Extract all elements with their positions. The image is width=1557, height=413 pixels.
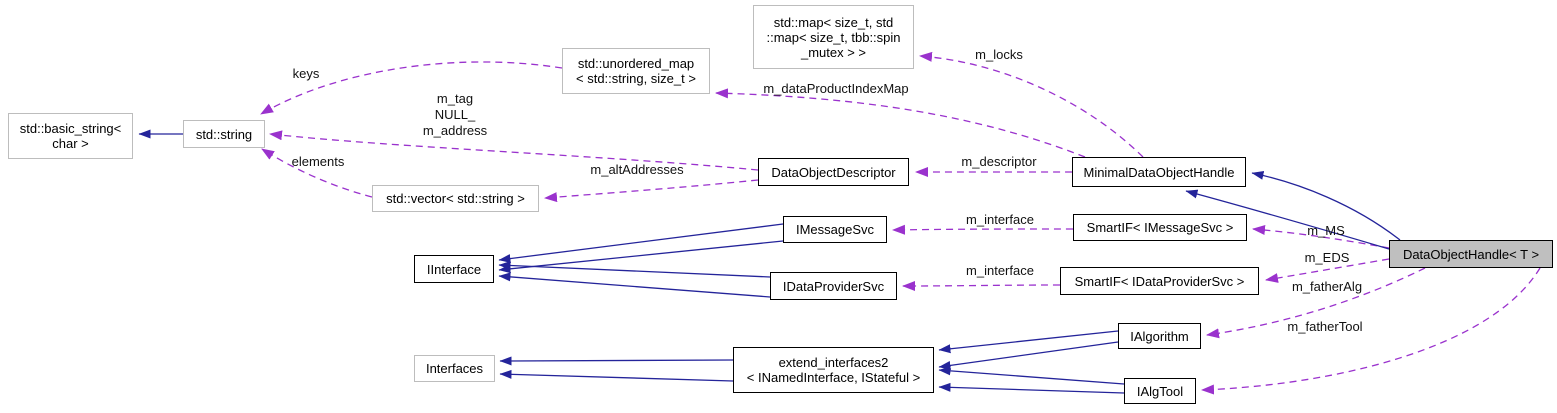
edge-eds xyxy=(1265,258,1390,283)
node-minimal-data-object-handle[interactable]: MinimalDataObjectHandle xyxy=(1072,157,1246,187)
edge-data-product-index-map xyxy=(715,88,1086,158)
edge-interface-ms xyxy=(892,224,1074,235)
node-unordered-map: std::unordered_map< std::string, size_t … xyxy=(562,48,710,94)
edge-doh-mdoh-2 xyxy=(1185,189,1390,250)
edge-keys xyxy=(260,61,563,115)
edge-label-line: m_address xyxy=(422,123,488,138)
edge-label-descriptor: m_descriptor xyxy=(961,154,1036,170)
edge-label-locks: m_locks xyxy=(975,47,1023,63)
edge-father-tool xyxy=(1201,267,1541,395)
node-iinterface[interactable]: IInterface xyxy=(414,255,494,283)
node-label-line: < std::string, size_t > xyxy=(576,71,696,86)
node-label-line: char > xyxy=(52,136,89,151)
edge-ialgtool-extif2-2 xyxy=(938,382,1125,394)
edge-label-line: m_interface xyxy=(966,212,1034,227)
edge-imsgsvc-iinterface-1 xyxy=(498,223,784,264)
node-label-line: std::string xyxy=(195,126,253,142)
edge-label-line: m_MS xyxy=(1307,223,1345,238)
edge-extif2-interfaces-2 xyxy=(499,369,734,382)
edge-locks xyxy=(919,51,1144,158)
node-interfaces: Interfaces xyxy=(414,355,495,382)
node-label-line: MinimalDataObjectHandle xyxy=(1083,164,1235,180)
node-ialgorithm[interactable]: IAlgorithm xyxy=(1118,323,1201,349)
node-data-object-handle: DataObjectHandle< T > xyxy=(1389,240,1553,268)
edge-label-data-product-index-map: m_dataProductIndexMap xyxy=(763,81,908,97)
edge-label-line: m_tag xyxy=(436,91,474,106)
edge-label-alt-addresses: m_altAddresses xyxy=(590,162,683,178)
edge-label-interface-ms: m_interface xyxy=(966,212,1034,228)
node-smartif-idataprovidersvc[interactable]: SmartIF< IDataProviderSvc > xyxy=(1060,267,1259,295)
node-label-line: Interfaces xyxy=(425,361,484,376)
edge-extif2-interfaces-1 xyxy=(499,356,734,366)
node-label-line: ::map< size_t, tbb::spin xyxy=(766,29,901,45)
node-ialgtool[interactable]: IAlgTool xyxy=(1124,378,1196,404)
edge-label-line: m_interface xyxy=(966,263,1034,278)
edge-label-eds: m_EDS xyxy=(1305,250,1350,266)
edge-label-keys: keys xyxy=(293,66,320,82)
node-smartif-imessagesvc[interactable]: SmartIF< IMessageSvc > xyxy=(1073,214,1247,241)
edge-father-alg xyxy=(1206,267,1426,339)
edge-label-line: m_descriptor xyxy=(961,154,1037,169)
node-label-line: IAlgTool xyxy=(1136,383,1184,399)
edge-ialgorithm-extif2-2 xyxy=(938,341,1119,370)
node-label-line: IInterface xyxy=(426,261,482,277)
edge-interface-dp xyxy=(902,280,1061,291)
node-label-line: IMessageSvc xyxy=(795,222,875,237)
edge-label-line: m_locks xyxy=(975,47,1023,62)
node-label-line: extend_interfaces2 xyxy=(778,355,889,370)
edge-label-line: elements xyxy=(291,154,345,169)
node-string: std::string xyxy=(183,120,265,148)
edge-ialgtool-extif2-1 xyxy=(938,366,1125,385)
edge-label-interface-dp: m_interface xyxy=(966,263,1034,279)
edge-label-line: m_altAddresses xyxy=(590,162,684,177)
node-label-line: SmartIF< IMessageSvc > xyxy=(1086,220,1234,235)
node-label-line: std::map< size_t, std xyxy=(773,14,894,30)
edge-label-line: m_dataProductIndexMap xyxy=(763,81,909,96)
node-data-object-descriptor[interactable]: DataObjectDescriptor xyxy=(758,158,909,186)
node-label-line: DataObjectDescriptor xyxy=(771,164,896,180)
node-label-line: < INamedInterface, IStateful > xyxy=(746,370,921,385)
edge-elements xyxy=(261,148,373,198)
node-map: std::map< size_t, std::map< size_t, tbb:… xyxy=(753,5,914,69)
edge-ialgorithm-extif2-1 xyxy=(938,330,1119,354)
edge-alt-addresses xyxy=(544,179,759,203)
node-label-line: SmartIF< IDataProviderSvc > xyxy=(1074,273,1245,289)
node-imessagesvc[interactable]: IMessageSvc xyxy=(783,216,887,243)
node-vector: std::vector< std::string > xyxy=(372,185,539,212)
node-idataprovidersvc[interactable]: IDataProviderSvc xyxy=(770,272,897,300)
edge-label-line: m_fatherTool xyxy=(1287,319,1363,334)
edge-label-father-tool: m_fatherTool xyxy=(1287,319,1362,335)
node-label-line: std::vector< std::string > xyxy=(386,191,525,206)
node-label-line: _mutex > > xyxy=(800,44,867,60)
edge-label-line: m_fatherAlg xyxy=(1291,279,1363,294)
edge-label-father-alg: m_fatherAlg xyxy=(1292,279,1362,295)
edge-tag-null-address xyxy=(269,130,759,171)
edge-idpsvc-iinterface-1 xyxy=(498,261,771,278)
edge-doh-mdoh-1 xyxy=(1251,170,1401,241)
edge-label-ms: m_MS xyxy=(1307,223,1345,239)
edge-label-elements: elements xyxy=(292,154,345,170)
node-label-line: IAlgorithm xyxy=(1130,328,1189,344)
edge-ms xyxy=(1252,225,1390,249)
node-label-line: std::unordered_map xyxy=(577,56,695,71)
node-label-line: std::basic_string< xyxy=(19,121,122,136)
edge-idpsvc-iinterface-2 xyxy=(498,272,771,298)
edge-imsgsvc-iinterface-2 xyxy=(498,240,784,274)
node-label-line: IDataProviderSvc xyxy=(782,278,885,294)
node-basic-string: std::basic_string<char > xyxy=(8,113,133,159)
edge-label-line: m_EDS xyxy=(1304,250,1350,265)
edge-label-line: NULL_ xyxy=(434,107,476,122)
node-label-line: DataObjectHandle< T > xyxy=(1402,246,1540,262)
node-extend-interfaces2[interactable]: extend_interfaces2< INamedInterface, ISt… xyxy=(733,347,934,393)
edge-label-line: keys xyxy=(292,66,320,81)
